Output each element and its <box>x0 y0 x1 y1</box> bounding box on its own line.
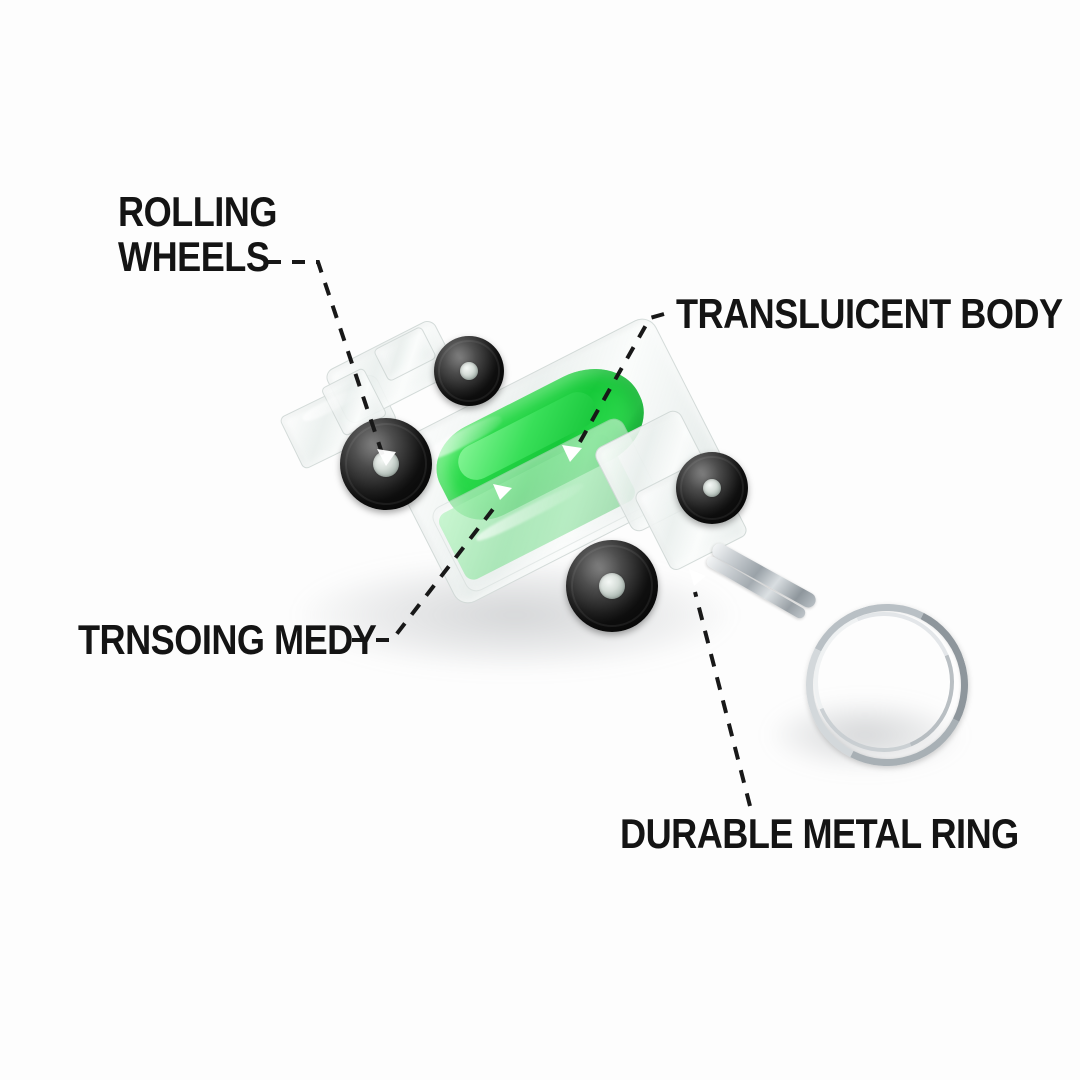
wheel-front-right <box>434 336 504 406</box>
wheel-front-left <box>340 418 432 510</box>
callout-text-rolling-wheels-line2: WHEELS <box>118 232 270 280</box>
contact-shadow-ring <box>770 700 960 770</box>
callout-label-translucent-body: TRANSLUICENT BODY <box>676 290 1063 337</box>
callout-text-rolling-wheels-line1: ROLLING <box>118 188 277 235</box>
callout-label-durable-metal-ring: DURABLE METAL RING <box>620 810 1019 857</box>
wheel-rear-right <box>676 452 748 524</box>
wheel-rear-left <box>566 540 658 632</box>
callout-label-turning-medium: TRNSOING MEDY <box>78 616 377 663</box>
